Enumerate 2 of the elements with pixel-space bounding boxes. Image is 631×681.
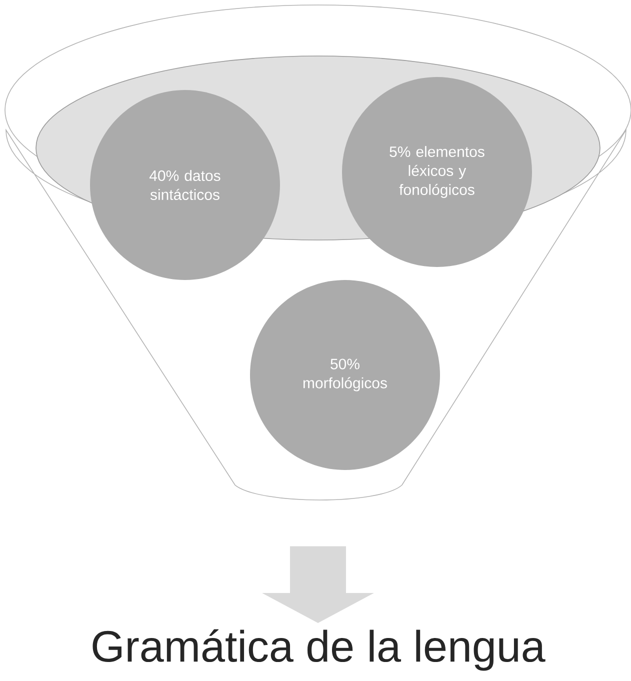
down-arrow <box>262 546 374 624</box>
result-label: Gramática de la lengua <box>92 629 546 671</box>
